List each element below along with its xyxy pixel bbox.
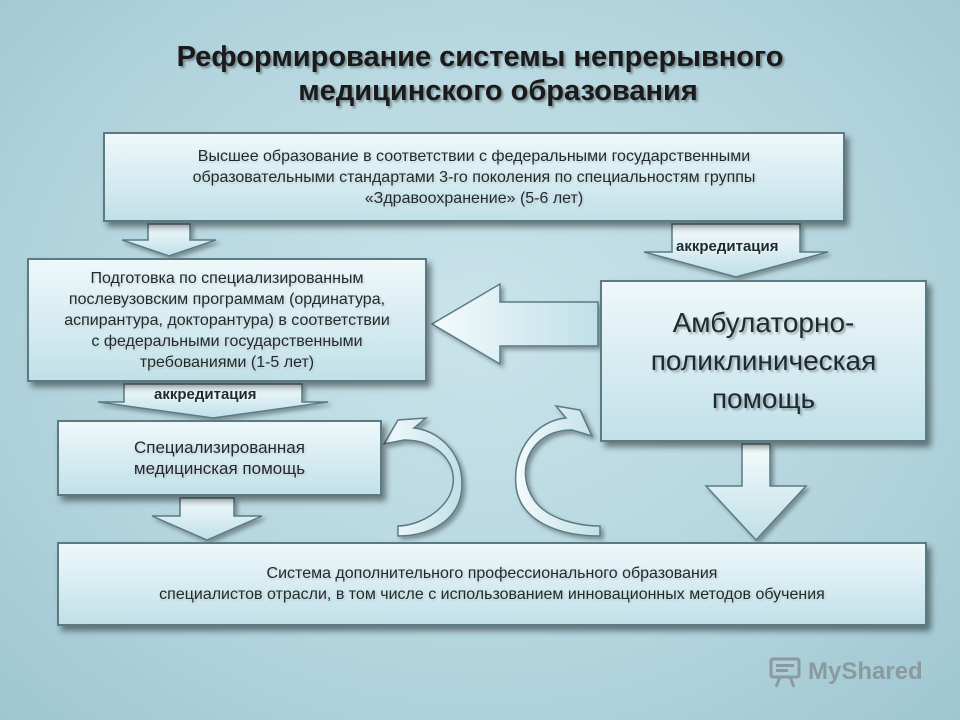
continuing-line-2: специалистов отрасли, в том числе с испо… [159,586,825,603]
outpatient-line-3: помощь [711,383,816,414]
left-arrow-outpatient-to-postgraduate [430,282,599,366]
higher-education-line-1: Высшее образование в соответствии с феде… [197,147,751,165]
continuing-line-1: Система дополнительного профессиональног… [266,565,718,582]
higher-education-line-2: образовательными стандартами 3-го поколе… [192,168,756,186]
postgraduate-line-2: послевузовским программам (ординатура, [68,290,386,308]
accreditation-label-1: аккредитация [676,238,779,255]
title-line-1: Реформирование системы непрерывного [176,41,784,73]
presentation-board-icon [769,657,801,688]
higher-education-box: Высшее образование в соответствии с феде… [103,132,845,222]
watermark-logo: MyShared [768,655,923,689]
higher-education-line-3: «Здравоохранение» (5-6 лет) [364,189,584,207]
outpatient-line-2: поликлиническая [650,345,877,376]
down-arrow-specialized-to-continuing [151,497,263,541]
continuing-education-box: Система дополнительного профессиональног… [57,542,927,626]
accreditation-label-2: аккредитация [154,386,257,403]
postgraduate-line-1: Подготовка по специализированным [90,269,364,287]
specialized-care-box: Специализированная медицинская помощь [57,420,382,496]
title-line-2: медицинского образования [298,75,698,107]
page-title: Реформирование системы непрерывного меди… [0,40,960,108]
down-arrow-outpatient-to-continuing [704,443,808,542]
outpatient-line-1: Амбулаторно- [672,307,855,338]
down-arrow-higher-to-postgraduate [121,223,217,257]
down-arrow-accreditation-to-specialized [97,383,329,419]
specialized-line-1: Специализированная [134,438,305,457]
watermark-text: MyShared [808,658,923,685]
outpatient-care-box: Амбулаторно- поликлиническая помощь [600,280,927,442]
postgraduate-box: Подготовка по специализированным послеву… [27,258,427,382]
postgraduate-line-5: требованиями (1-5 лет) [139,353,315,371]
curved-arrow-left [514,404,601,537]
specialized-line-2: медицинская помощь [133,459,306,478]
down-arrow-accreditation-to-outpatient [643,223,829,278]
postgraduate-line-4: с федеральными государственными [91,332,363,350]
postgraduate-line-3: аспирантура, докторантура) в соответстви… [64,311,390,329]
curved-arrow-right [382,417,463,537]
